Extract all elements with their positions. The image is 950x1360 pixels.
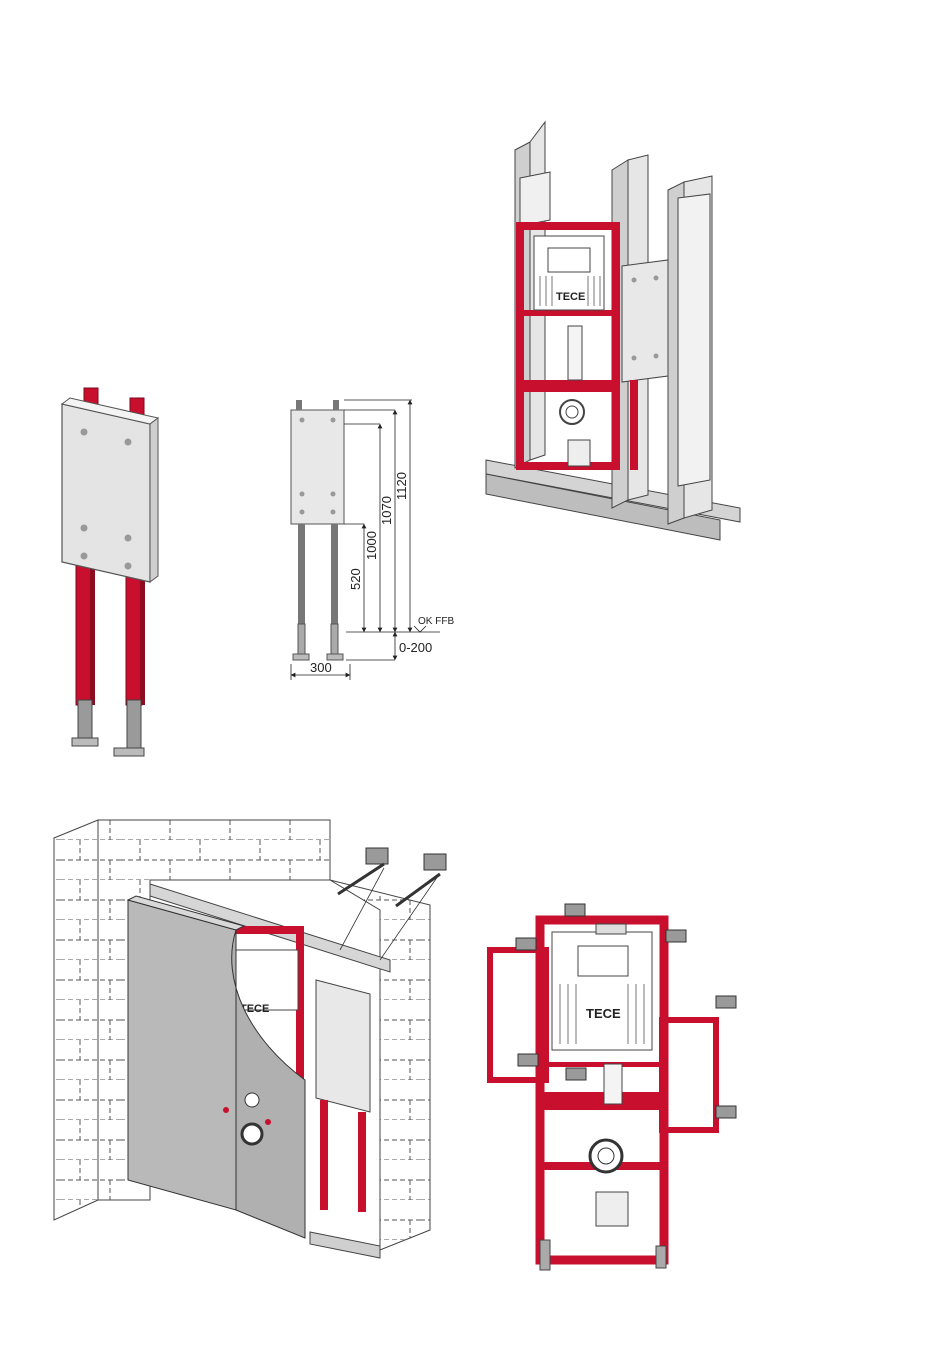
stud-wall-figure: TECE (486, 122, 740, 540)
brand-logo-frame: TECE (586, 1006, 621, 1021)
floor-level-label: OK FFB (418, 616, 454, 627)
masonry-wall-figure: TECE (54, 820, 446, 1258)
dimension-drawing: 520 1000 1070 1120 OK FFB 0-200 300 (291, 400, 454, 680)
dim-1070: 1070 (379, 496, 394, 525)
dim-1120: 1120 (394, 472, 409, 500)
module-panel-figure (62, 388, 158, 756)
dim-300: 300 (310, 660, 332, 675)
frame-with-brackets-figure: TECE (490, 904, 736, 1270)
dim-adjust-range: 0-200 (399, 640, 432, 655)
dim-1000: 1000 (364, 531, 379, 560)
dim-520: 520 (348, 568, 363, 590)
brand-logo-top: TECE (556, 291, 585, 303)
